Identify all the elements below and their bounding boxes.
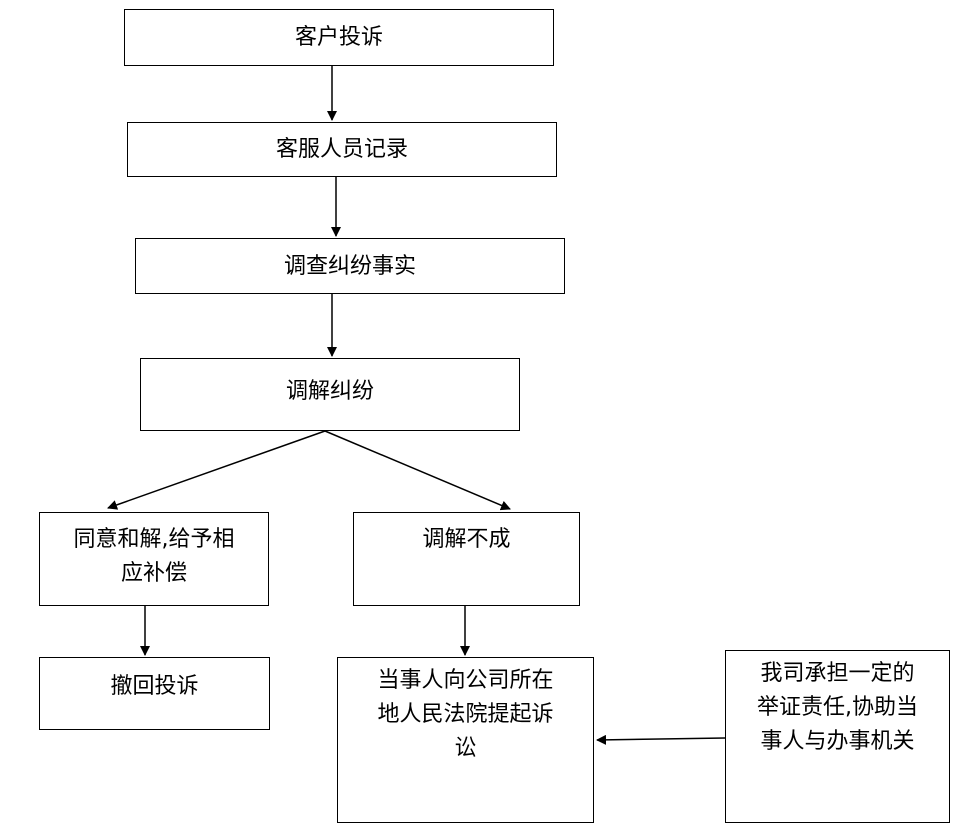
node-withdraw-complaint: 撤回投诉 bbox=[39, 657, 270, 730]
node-mediate-dispute: 调解纠纷 bbox=[140, 358, 520, 431]
node-label: 撤回投诉 bbox=[110, 674, 199, 699]
node-label: 客户投诉 bbox=[294, 25, 383, 50]
node-label-line: 应补偿 bbox=[120, 561, 187, 586]
node-label-line: 当事人向公司所在 bbox=[377, 668, 554, 693]
node-label-line: 地人民法院提起诉 bbox=[377, 702, 554, 727]
node-agree-settlement: 同意和解,给予相 应补偿 bbox=[39, 512, 269, 606]
node-label: 客服人员记录 bbox=[275, 137, 408, 162]
node-label-line: 事人与办事机关 bbox=[760, 729, 915, 754]
node-customer-complaint: 客户投诉 bbox=[124, 9, 554, 66]
node-label: 调解纠纷 bbox=[285, 379, 374, 404]
node-label-line: 举证责任,协助当 bbox=[757, 695, 918, 720]
arrow-support-to-lawsuit bbox=[596, 734, 726, 745]
node-company-support: 我司承担一定的 举证责任,协助当 事人与办事机关 bbox=[725, 650, 950, 823]
node-service-record: 客服人员记录 bbox=[127, 122, 557, 177]
node-file-lawsuit: 当事人向公司所在 地人民法院提起诉 讼 bbox=[337, 657, 594, 823]
node-mediation-failed: 调解不成 bbox=[353, 512, 580, 606]
node-investigate-facts: 调查纠纷事实 bbox=[135, 238, 565, 294]
node-label-line: 同意和解,给予相 bbox=[73, 527, 235, 552]
arrow-mediate-to-fail bbox=[324, 430, 511, 511]
arrow-mediate-to-agree bbox=[107, 430, 326, 510]
node-label-line: 我司承担一定的 bbox=[760, 661, 915, 686]
node-label-line: 讼 bbox=[454, 736, 477, 761]
node-label: 调解不成 bbox=[422, 527, 511, 552]
node-label: 调查纠纷事实 bbox=[283, 254, 416, 279]
